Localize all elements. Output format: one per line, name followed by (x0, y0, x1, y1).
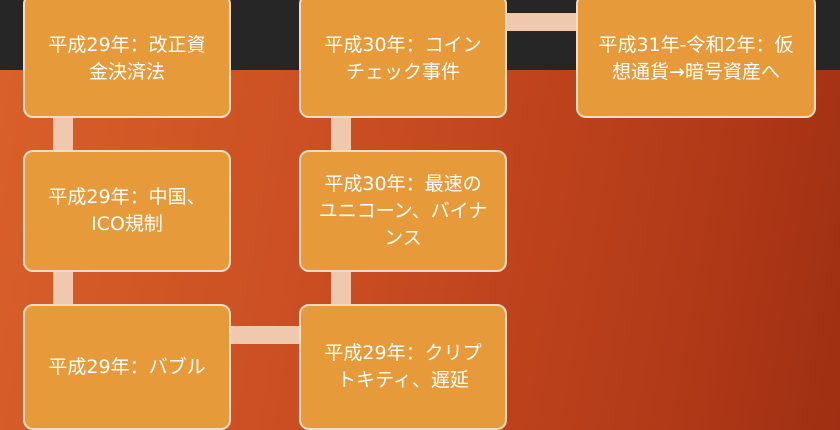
node-n4: 平成29年：クリプトキティ、遅延 (299, 304, 507, 430)
node-n2-label: 平成29年：中国、ICO規制 (48, 186, 206, 235)
connector-n5-n6 (331, 118, 351, 150)
node-n6: 平成30年：コインチェック事件 (299, 0, 507, 118)
node-n3-label: 平成29年：バブル (48, 355, 206, 378)
connector-n4-n5 (331, 272, 351, 304)
connector-n1-n2 (53, 118, 73, 150)
node-n4-label: 平成29年：クリプトキティ、遅延 (324, 342, 482, 391)
node-n6-label: 平成30年：コインチェック事件 (324, 34, 482, 83)
node-n1-label: 平成29年：改正資金決済法 (48, 34, 206, 83)
node-n2: 平成29年：中国、ICO規制 (23, 150, 231, 272)
connector-n2-n3 (53, 272, 73, 304)
connector-n3-n4 (230, 326, 300, 344)
node-n5-label: 平成30年：最速のユニコーン、バイナンス (318, 172, 488, 249)
node-n3: 平成29年：バブル (23, 304, 231, 430)
node-n7-label: 平成31年-令和2年：仮想通貨→暗号資産へ (598, 34, 794, 83)
connector-n6-n7 (507, 13, 577, 31)
node-n5: 平成30年：最速のユニコーン、バイナンス (299, 150, 507, 272)
node-n1: 平成29年：改正資金決済法 (23, 0, 231, 118)
node-n7: 平成31年-令和2年：仮想通貨→暗号資産へ (576, 0, 816, 118)
